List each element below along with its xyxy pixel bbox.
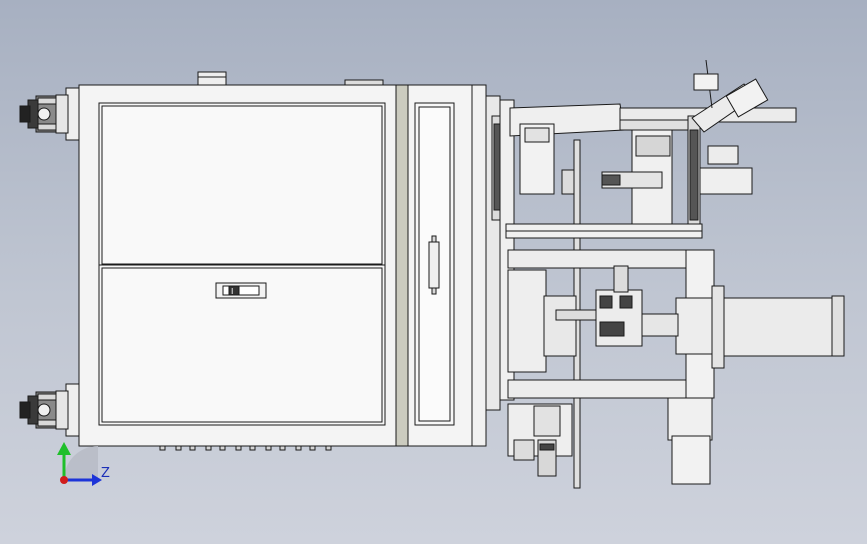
power-switch[interactable]: [215, 282, 267, 299]
power-switch-label: I: [231, 287, 233, 296]
coordinate-triad: [57, 442, 102, 486]
cabinet[interactable]: [78, 71, 487, 447]
mechanism-frame[interactable]: [485, 59, 845, 489]
caster-wheel-top[interactable]: [19, 87, 80, 141]
triad-z-label: Z: [101, 466, 110, 481]
caster-wheel-bottom[interactable]: [19, 383, 80, 437]
bottom-connector-row: [159, 445, 332, 451]
